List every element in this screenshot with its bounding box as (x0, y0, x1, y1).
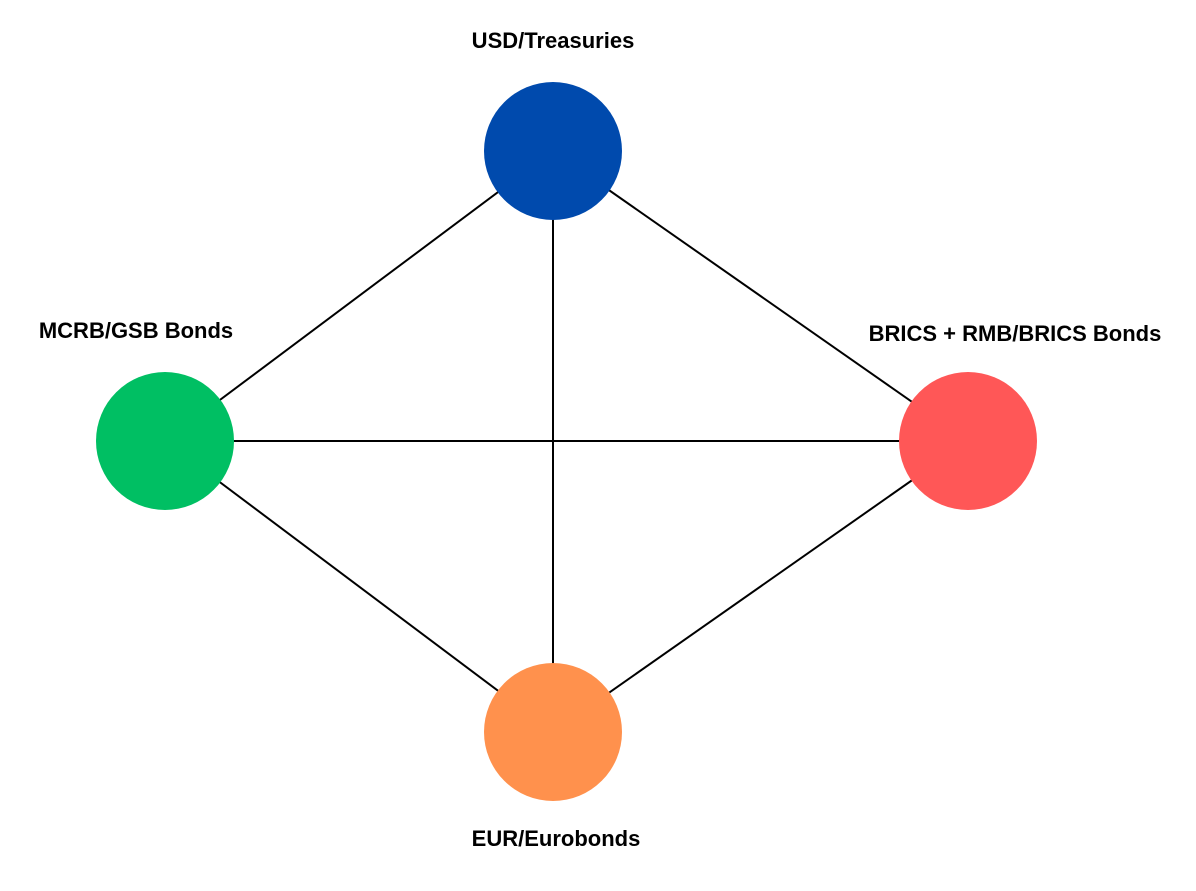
mcrb-gsb-bonds-node (96, 372, 234, 510)
edge-usd-brics (552, 150, 969, 442)
brics-rmb-bonds-label: BRICS + RMB/BRICS Bonds (868, 321, 1162, 346)
usd-treasuries-node (484, 82, 622, 220)
edge-usd-mcrb (164, 150, 554, 442)
eur-eurobonds-node (484, 663, 622, 801)
mcrb-gsb-bonds-label: MCRB/GSB Bonds (38, 318, 234, 343)
edge-brics-eur (552, 440, 969, 733)
eur-eurobonds-label: EUR/Eurobonds (471, 826, 641, 851)
edge-mcrb-eur (164, 440, 554, 733)
brics-rmb-bonds-node (899, 372, 1037, 510)
usd-treasuries-label: USD/Treasuries (471, 28, 635, 53)
